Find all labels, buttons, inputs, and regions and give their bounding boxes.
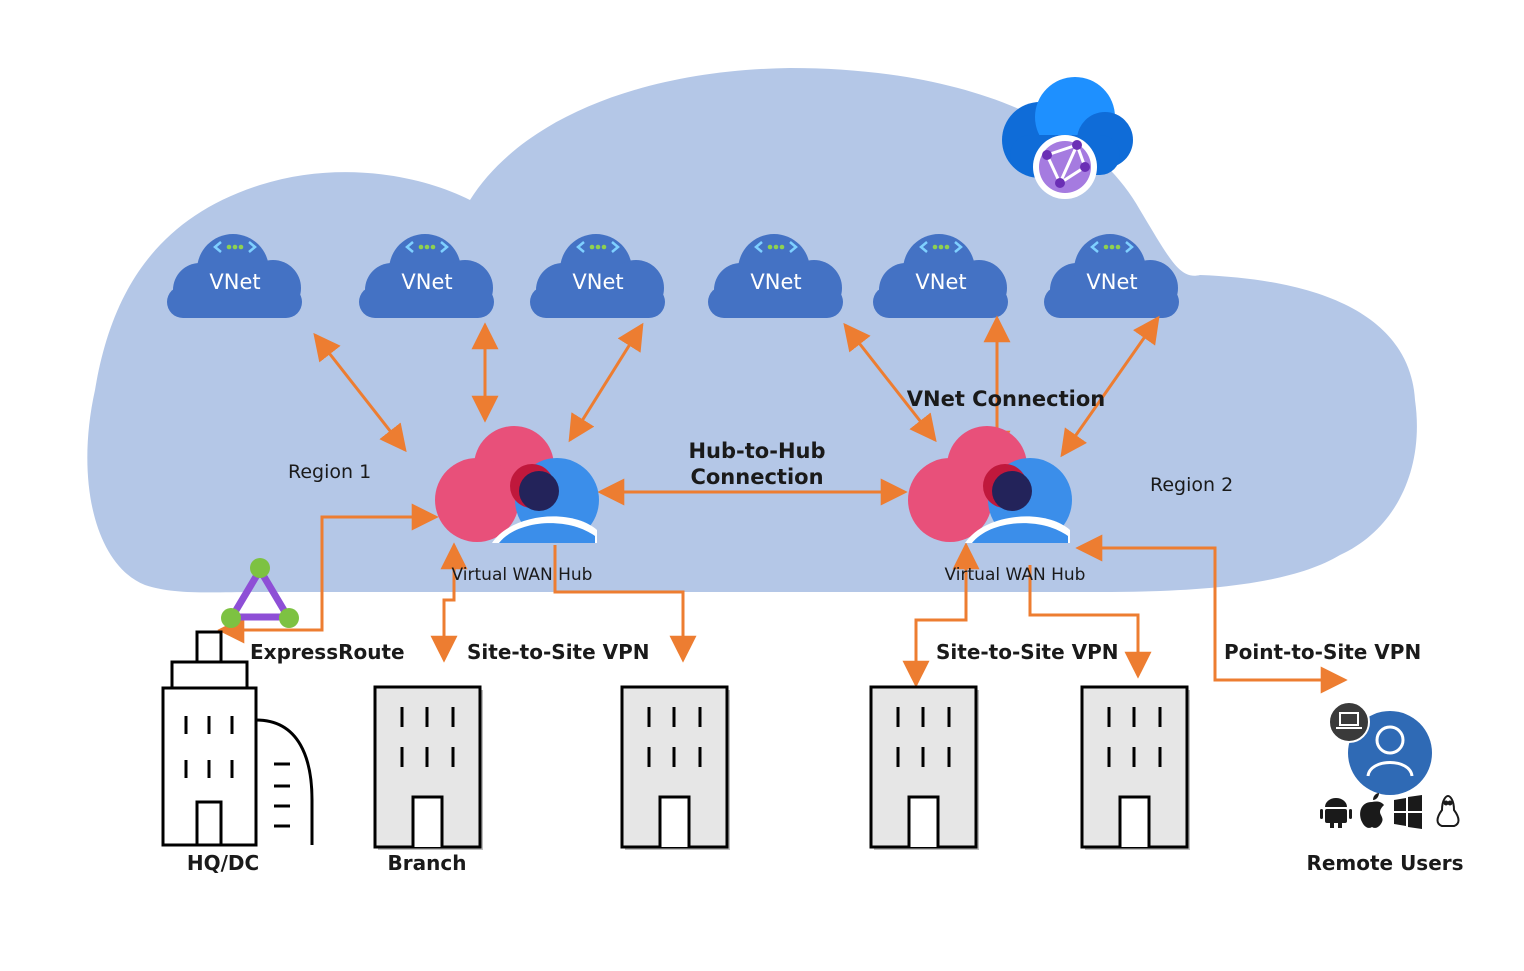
- vnet-label: VNet: [1086, 270, 1137, 294]
- hq-building-icon: [161, 630, 314, 847]
- linux-icon: [1436, 794, 1460, 827]
- android-icon: [1320, 798, 1352, 828]
- apple-icon: [1360, 793, 1384, 828]
- vnet-icon: [405, 241, 449, 253]
- branch-label: Branch: [388, 851, 467, 875]
- region-2-label: Region 2: [1150, 474, 1233, 496]
- vnet-cloud: VNet: [167, 234, 302, 318]
- vnet-label: VNet: [401, 270, 452, 294]
- vnet-label: VNet: [572, 270, 623, 294]
- hq-label: HQ/DC: [187, 851, 259, 875]
- remote-user-icon: [1348, 711, 1432, 795]
- expressroute-icon: [221, 558, 299, 628]
- expressroute-label: ExpressRoute: [250, 640, 405, 664]
- hub-2-label: Virtual WAN Hub: [945, 565, 1086, 585]
- vnet-icon: [1090, 241, 1134, 253]
- branch-building-icon: [620, 685, 730, 850]
- laptop-icon: [1328, 701, 1370, 743]
- branch-building-icon: [869, 685, 979, 850]
- virtual-wan-hub-icon: [908, 426, 1072, 543]
- p2s-label: Point-to-Site VPN: [1224, 640, 1421, 664]
- hub-to-hub-label-line1: Hub-to-Hub: [688, 439, 825, 463]
- vnet-cloud: VNet: [359, 234, 494, 318]
- hub-to-hub-label-line2: Connection: [690, 465, 823, 489]
- vnet-icon: [754, 241, 798, 253]
- azure-cloud-background: [87, 68, 1417, 593]
- s2s-right-label: Site-to-Site VPN: [936, 640, 1119, 664]
- hub-1-label: Virtual WAN Hub: [452, 565, 593, 585]
- vnet-icon: [213, 241, 257, 253]
- vnet-cloud: VNet: [1044, 234, 1179, 318]
- virtual-wan-hub-icon: [435, 426, 599, 543]
- s2s-left-label: Site-to-Site VPN: [467, 640, 650, 664]
- vnet-cloud: VNet: [873, 234, 1008, 318]
- vnet-cloud: VNet: [530, 234, 665, 318]
- vnet-label: VNet: [209, 270, 260, 294]
- windows-icon: [1394, 795, 1422, 829]
- branch-building-icon: [1080, 685, 1190, 850]
- vnet-cloud: VNet: [708, 234, 843, 318]
- remote-users-label: Remote Users: [1306, 851, 1463, 875]
- virtual-wan-cloud-icon: [1002, 77, 1133, 199]
- vnet-connection-label: VNet Connection: [907, 387, 1105, 411]
- region-1-label: Region 1: [288, 461, 371, 483]
- vnet-label: VNet: [915, 270, 966, 294]
- vnet-icon: [576, 241, 620, 253]
- branch-building-icon: [373, 685, 483, 850]
- vnet-icon: [919, 241, 963, 253]
- vnet-label: VNet: [750, 270, 801, 294]
